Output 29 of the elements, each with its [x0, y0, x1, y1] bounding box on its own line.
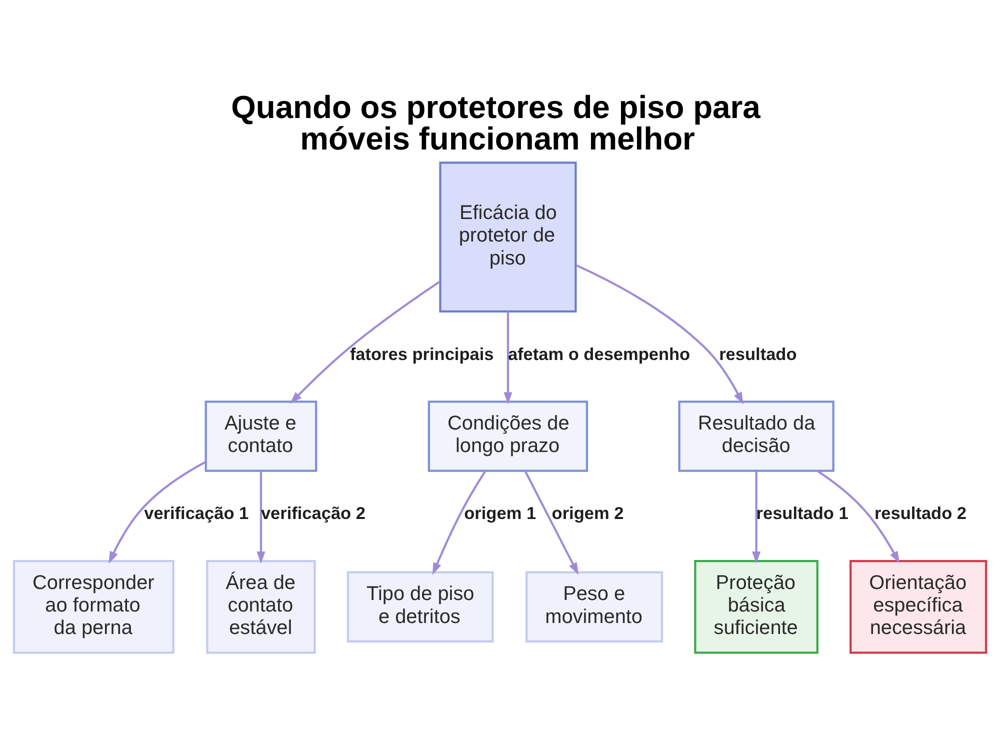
arrow: [504, 312, 512, 404]
node-box: Resultado da decisão: [678, 400, 834, 472]
diagram-title: Quando os protetores de piso para móveis funcionam melhor: [231, 88, 760, 157]
arrow: [816, 470, 900, 564]
edge-label: verificação 2: [260, 503, 366, 524]
edge-label: resultado 2: [874, 503, 967, 524]
edge-label: origem 2: [552, 503, 624, 524]
edge-label: resultado 1: [756, 503, 848, 524]
edge-label: verificação 1: [144, 503, 249, 524]
node-box: Condições de longo prazo: [428, 400, 588, 472]
arrow: [432, 470, 486, 575]
arrow: [256, 471, 266, 564]
node-box: Tipo de piso e detritos: [346, 571, 494, 642]
node-box: Corresponder ao formato da perna: [12, 560, 174, 654]
arrow: [576, 264, 744, 404]
node-box: Peso e movimento: [526, 571, 664, 642]
edge-label: resultado: [719, 344, 797, 364]
node-box: Eficácia do protetor de piso: [439, 162, 577, 312]
node-box: Proteção básica suficiente: [694, 560, 818, 654]
edge-label: origem 1: [464, 503, 536, 524]
arrow: [752, 471, 761, 564]
node-box: Área de contato estável: [206, 560, 316, 654]
arrow: [524, 470, 579, 575]
edge-label: fatores principais: [350, 344, 494, 364]
arrow: [108, 460, 206, 564]
node-box: Ajuste e contato: [204, 400, 318, 472]
edge-label: afetam o desempenho: [508, 344, 690, 364]
arrow: [290, 280, 441, 404]
node-box: Orientação específica necessária: [850, 560, 988, 654]
